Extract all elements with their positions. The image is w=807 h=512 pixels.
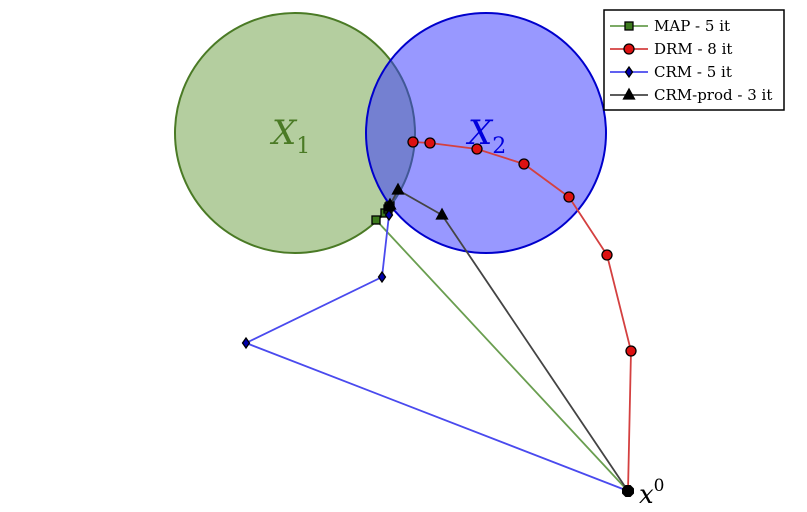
legend-marker-crm-prod xyxy=(622,87,636,100)
path-crm-prod xyxy=(383,182,629,492)
marker-crm-2 xyxy=(377,270,387,284)
legend-entry-crm-prod: CRM-prod - 3 it xyxy=(610,86,772,104)
marker-crm-prod-2 xyxy=(391,182,405,195)
marker-crm-prod-3 xyxy=(383,197,397,210)
legend-entries: MAP - 5 it DRM - 8 it CRM - 5 it CRM-prod -… xyxy=(610,17,772,104)
marker-drm-1 xyxy=(625,345,637,357)
legend-entry-drm: DRM - 8 it xyxy=(610,40,732,58)
legend-marker-drm xyxy=(623,43,635,55)
set-label-x1: X1 xyxy=(269,113,310,159)
marker-drm-4 xyxy=(518,158,530,170)
legend-entry-crm: CRM - 5 it xyxy=(610,63,732,81)
set-x2 xyxy=(365,12,607,254)
marker-crm-prod-1 xyxy=(435,207,449,220)
legend-label-map: MAP - 5 it xyxy=(654,17,730,35)
marker-map-1 xyxy=(371,215,381,225)
marker-crm-1 xyxy=(241,336,251,350)
set-label-x2: X2 xyxy=(465,113,506,159)
paths-layer xyxy=(241,136,637,497)
path-line-crm-prod xyxy=(389,188,629,492)
marker-crm-3 xyxy=(384,208,394,222)
start-point-label: x0 xyxy=(639,476,665,507)
path-drm xyxy=(407,136,637,492)
marker-drm-7 xyxy=(407,136,419,148)
legend-label-drm: DRM - 8 it xyxy=(654,40,732,58)
path-line-drm xyxy=(412,141,632,492)
legend-marker-crm xyxy=(624,65,634,79)
legend-label-crm: CRM - 5 it xyxy=(654,63,732,81)
marker-drm-3 xyxy=(563,191,575,203)
legend-label-crm-prod: CRM-prod - 3 it xyxy=(654,86,772,104)
legend-entry-map: MAP - 5 it xyxy=(610,17,730,35)
legend: MAP - 5 it DRM - 8 it CRM - 5 it CRM-prod -… xyxy=(603,9,785,111)
marker-drm-2 xyxy=(601,249,613,261)
marker-drm-5 xyxy=(471,143,483,155)
legend-marker-map xyxy=(624,21,634,31)
sets-layer xyxy=(174,12,607,254)
start-point-marker xyxy=(622,485,634,497)
marker-drm-6 xyxy=(424,137,436,149)
labels-layer: X1 X2 x0 xyxy=(269,113,665,510)
